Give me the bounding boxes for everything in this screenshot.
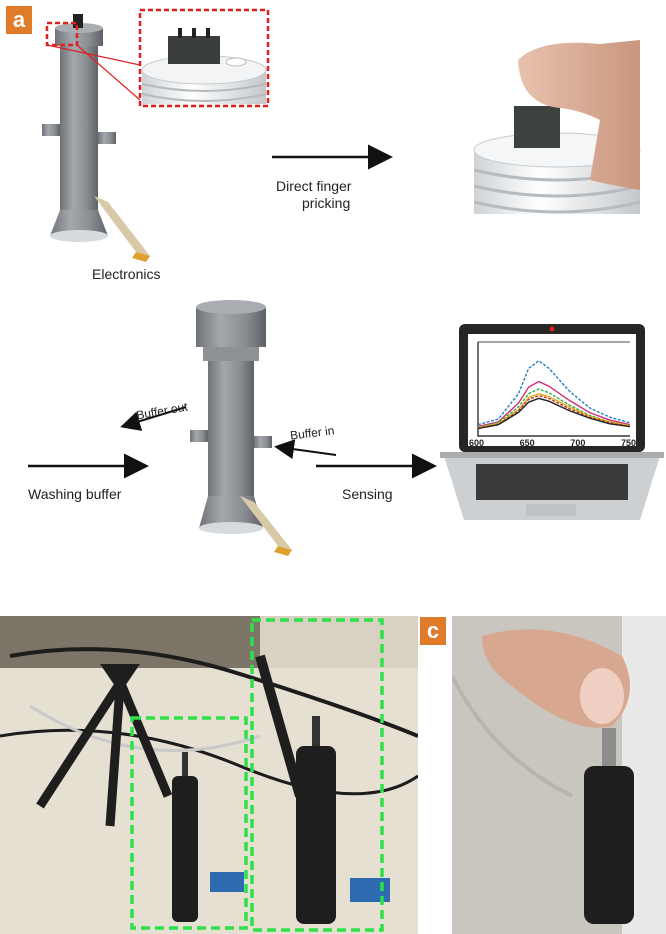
chart-series-2 [477, 380, 631, 428]
chart-series-4 [477, 392, 631, 429]
finger-pricking-illustration [473, 40, 641, 214]
spectrum-chart [477, 341, 631, 437]
chart-series-6 [477, 397, 631, 430]
electronics-label: Electronics [92, 266, 161, 282]
photo-panel-c [452, 616, 666, 934]
chart-xtick-700: 700 [570, 438, 586, 448]
panel-a-illustration [28, 8, 664, 556]
zoom-inset-box [138, 8, 270, 108]
washing-buffer-label: Washing buffer [28, 486, 122, 502]
chart-xtick-600: 600 [469, 438, 485, 448]
zoom-inset [140, 10, 268, 106]
panel-c-tag: c [420, 617, 446, 645]
photo-panel-b [0, 616, 418, 934]
chart-axes [477, 342, 630, 437]
chart-xtick-650: 650 [519, 438, 535, 448]
laptop [440, 324, 664, 520]
sensing-label: Sensing [342, 486, 393, 502]
arrow-buffer-out [120, 406, 187, 431]
panel-a-tag: a [6, 6, 32, 34]
device-center [190, 300, 292, 556]
finger-label-line1: Direct finger [276, 178, 352, 194]
chart-series-1 [477, 359, 631, 426]
device-top-left [42, 14, 150, 262]
zoom-source-box [45, 21, 79, 47]
chart-series-5 [477, 394, 631, 430]
chart-xtick-750: 750 [621, 438, 637, 448]
arrow-buffer-in [274, 439, 337, 460]
finger-label-line2: pricking [302, 195, 351, 211]
